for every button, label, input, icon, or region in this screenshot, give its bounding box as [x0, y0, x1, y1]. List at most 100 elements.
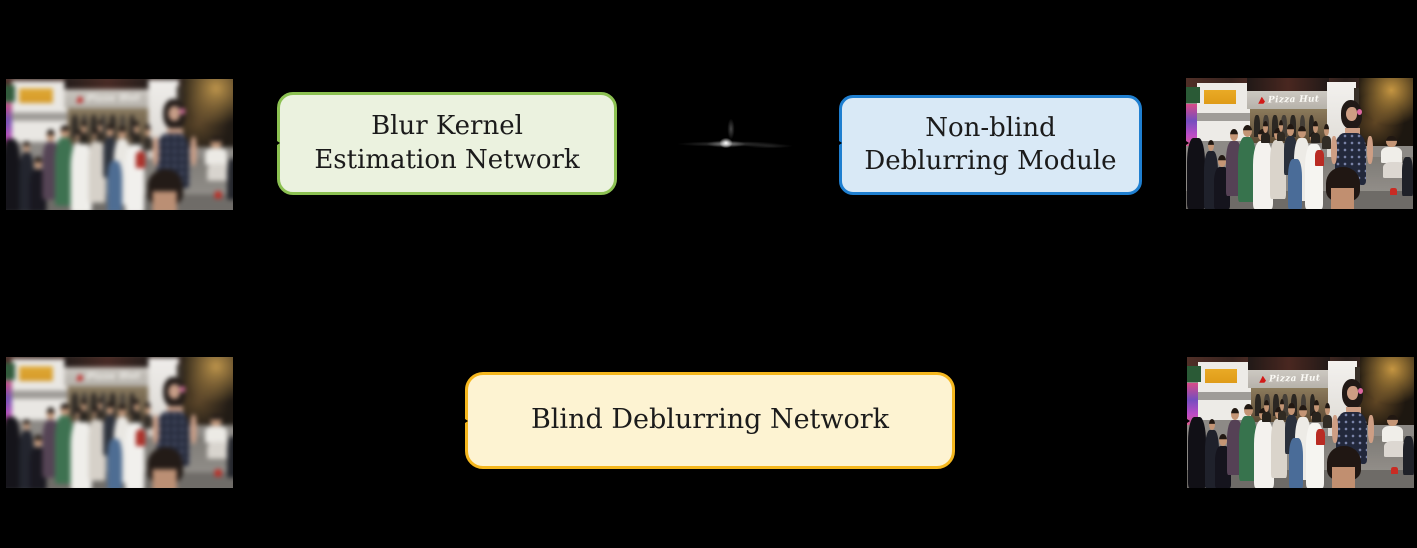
pedestrian-body [70, 419, 93, 488]
pedestrian-head [1243, 404, 1253, 416]
pedestrian-body [95, 132, 104, 142]
pedestrian-body [1204, 151, 1218, 209]
pedestrian-body [6, 138, 21, 210]
pedestrian-body [205, 148, 227, 166]
pedestrian-body [1226, 419, 1243, 475]
neon-shop-lights [6, 381, 13, 426]
green-awning [6, 363, 15, 380]
pedestrian-body [1261, 412, 1271, 423]
storefront-figure [100, 392, 107, 416]
pedestrian-body [1322, 135, 1332, 149]
girl-face [168, 105, 181, 122]
pedestrian-body [55, 415, 75, 485]
pizza-hut-sign: Pizza Hut [1251, 371, 1328, 388]
arrowhead-icon [1181, 415, 1190, 427]
storefront-figure [1309, 393, 1316, 416]
pedestrian-body [1383, 161, 1407, 178]
pedestrian-body [1252, 140, 1274, 209]
yellow-shop-sign [1205, 368, 1237, 384]
girl-neck [167, 405, 183, 415]
neon-shop-lights [1187, 383, 1199, 426]
storefront-figure [1299, 114, 1306, 137]
storefront-figure [90, 392, 98, 416]
pedestrian-body [88, 418, 106, 481]
pedestrian-body [42, 419, 59, 478]
pizza-hut-sign-text: Pizza Hut [1267, 94, 1320, 106]
arrow-input-to-blind [233, 415, 468, 427]
blur-kernel-psf-icon [654, 117, 799, 169]
pedestrian-head [1387, 414, 1398, 427]
shop-window-glow [181, 79, 233, 148]
pedestrian-body [1384, 440, 1408, 457]
pedestrian-head [106, 123, 114, 137]
pedestrian-head [1263, 121, 1268, 133]
girl-hair-clip [179, 108, 185, 115]
arrow-estimation-to-kernel [620, 137, 665, 149]
pizza-hut-logo-icon [1259, 375, 1266, 383]
pedestrian-head [1287, 123, 1294, 136]
pedestrian-body [214, 191, 222, 199]
pedestrian-head [1230, 408, 1239, 420]
storefront-figure [1281, 114, 1288, 137]
pedestrian-body [1382, 426, 1403, 443]
pedestrian-head [145, 401, 151, 415]
pedestrian-body [136, 429, 146, 446]
storefront-figure [100, 114, 107, 138]
storefront-figure [1254, 114, 1260, 137]
pedestrian-head [1207, 139, 1215, 152]
shop-window-glow [1359, 357, 1414, 426]
node-label-line2: Deblurring Module [864, 146, 1117, 176]
arrowhead-icon [271, 137, 280, 149]
pedestrian-body [1391, 467, 1399, 474]
pizza-hut-sign: Pizza Hut [67, 368, 148, 386]
girl-arm [1330, 135, 1337, 165]
balcony-dark-band [64, 79, 151, 90]
pedestrian-body [1288, 159, 1302, 209]
pedestrian-body [70, 141, 93, 210]
pedestrian-body [226, 436, 233, 478]
man-face [1332, 467, 1355, 488]
pedestrian-body [131, 133, 141, 145]
pedestrian-head [145, 123, 151, 137]
pedestrian-head [1288, 402, 1295, 415]
pedestrian-body [78, 411, 89, 423]
pedestrian-head [1279, 398, 1284, 411]
storefront-figure [90, 114, 98, 138]
pedestrian-head [210, 414, 222, 427]
shop-window-glow [181, 357, 233, 426]
pedestrian-head [97, 397, 102, 411]
street-scene: Pizza Hut [1186, 78, 1413, 209]
pedestrian-body [1187, 138, 1206, 209]
pedestrian-body [95, 410, 104, 420]
pedestrian-head [1229, 129, 1238, 141]
pedestrian-body [1402, 435, 1414, 475]
pedestrian-body [1323, 414, 1333, 428]
pedestrian-head [1297, 126, 1306, 139]
pedestrian-body [1260, 133, 1270, 144]
pedestrian-body [107, 439, 122, 488]
girl-arm [152, 136, 159, 167]
pedestrian-body [143, 414, 153, 428]
girl-arm [1367, 414, 1374, 444]
girl-arm [190, 414, 197, 445]
neon-shop-lights [1186, 104, 1198, 147]
arrowhead-icon [1180, 137, 1189, 149]
man-face [152, 191, 177, 210]
pedestrian-body [226, 158, 233, 200]
node-non-blind-deblurring-module: Non-blind Deblurring Module [839, 95, 1142, 195]
node-blind-deblurring-network: Blind Deblurring Network [465, 372, 955, 469]
man-face [1331, 188, 1354, 209]
facade-gray-band [1198, 392, 1251, 401]
storefront-sign-band [64, 367, 151, 387]
pedestrian-body [19, 152, 34, 210]
storefront-figure [119, 114, 126, 138]
pedestrian-body [131, 411, 141, 423]
facade-gray-band [1197, 113, 1250, 122]
girl-neck [1344, 127, 1360, 136]
pedestrian-head [46, 407, 55, 420]
yellow-shop-sign [1204, 89, 1236, 105]
girl-arm [1366, 135, 1373, 165]
pizza-hut-logo-icon [1258, 96, 1265, 104]
pedestrian-body [1381, 147, 1402, 164]
